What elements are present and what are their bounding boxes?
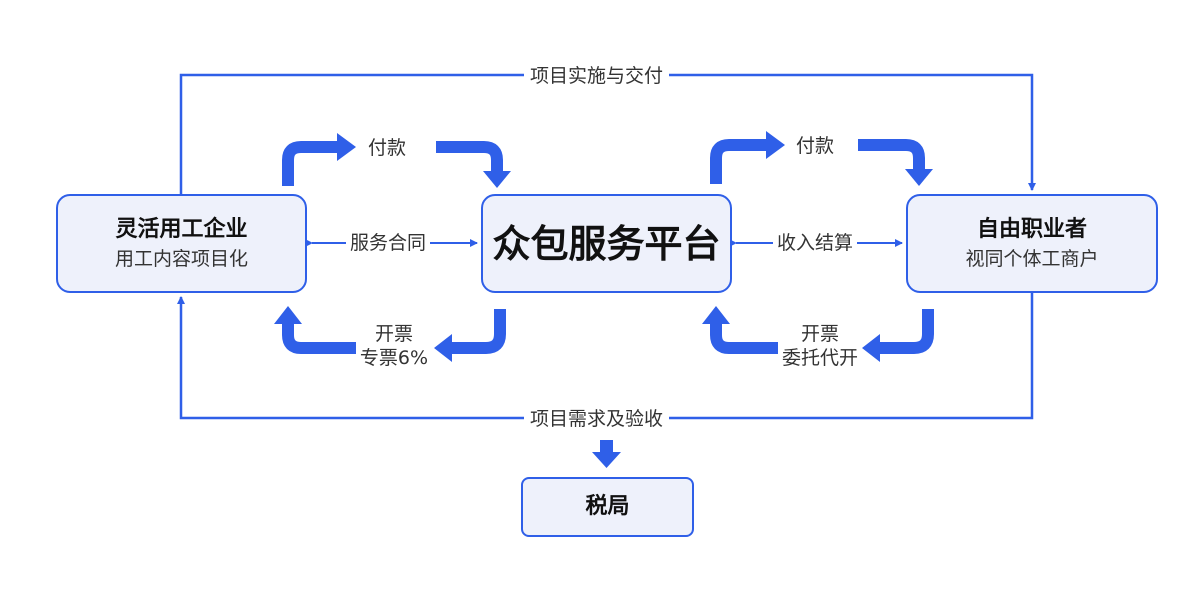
freelancer-node: 自由职业者 视同个体工商户 bbox=[906, 194, 1158, 293]
enterprise-node: 灵活用工企业 用工内容项目化 bbox=[56, 194, 307, 293]
left-invoice-line1: 开票 bbox=[374, 323, 413, 345]
tax-bureau-title: 税局 bbox=[585, 494, 630, 519]
bottom-loop-label: 项目需求及验收 bbox=[524, 406, 670, 432]
platform-node: 众包服务平台 bbox=[481, 194, 732, 293]
right-invoice-label: 开票 委托代开 bbox=[778, 322, 862, 370]
top-loop-label: 项目实施与交付 bbox=[524, 63, 670, 89]
tax-down-arrow bbox=[592, 440, 621, 468]
right-invoice-arrow-end bbox=[702, 306, 783, 354]
left-invoice-arrow-start bbox=[434, 309, 506, 362]
left-pay-arrow-end bbox=[436, 141, 511, 188]
left-invoice-arrow-end bbox=[274, 306, 356, 354]
left-invoice-line2: 专票6% bbox=[359, 347, 429, 369]
enterprise-subtitle: 用工内容项目化 bbox=[114, 247, 248, 270]
left-invoice-label: 开票 专票6% bbox=[358, 322, 430, 370]
right-invoice-line2: 委托代开 bbox=[781, 347, 858, 369]
bottom-loop-line bbox=[177, 293, 1034, 420]
enterprise-title: 灵活用工企业 bbox=[115, 216, 248, 242]
right-invoice-line1: 开票 bbox=[800, 323, 839, 345]
freelancer-title: 自由职业者 bbox=[976, 216, 1087, 242]
right-settle-label: 收入结算 bbox=[773, 230, 858, 256]
right-pay-arrow-end bbox=[858, 139, 933, 186]
left-pay-arrow-start bbox=[282, 133, 356, 186]
right-pay-arrow-start bbox=[710, 131, 785, 184]
right-pay-label: 付款 bbox=[796, 133, 835, 159]
left-pay-label: 付款 bbox=[368, 135, 407, 161]
tax-bureau-node: 税局 bbox=[521, 477, 694, 537]
platform-title: 众包服务平台 bbox=[492, 221, 721, 266]
left-contract-label: 服务合同 bbox=[346, 230, 431, 256]
freelancer-subtitle: 视同个体工商户 bbox=[965, 247, 1099, 270]
right-invoice-arrow-start bbox=[862, 309, 934, 362]
top-loop-line bbox=[179, 73, 1036, 194]
